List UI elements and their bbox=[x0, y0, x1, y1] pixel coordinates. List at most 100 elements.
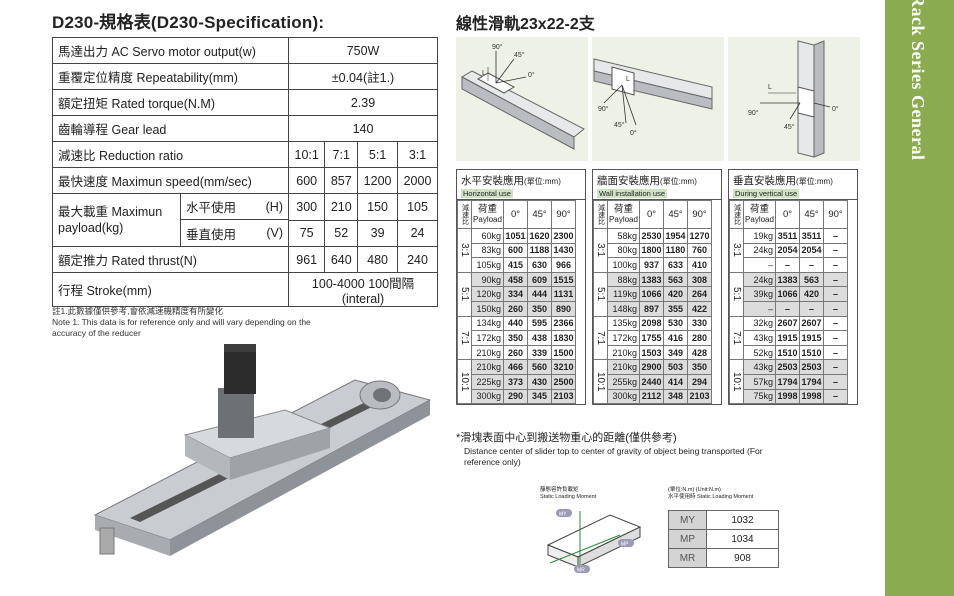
diagram-slider bbox=[797, 86, 815, 118]
load-cell: – bbox=[823, 300, 848, 317]
load-cell: – bbox=[823, 271, 848, 288]
spec-row-torque: 額定扭矩 Rated torque(N.M) 2.39 bbox=[52, 89, 438, 116]
load-cell: 1500 bbox=[551, 344, 576, 361]
load-cell: 438 bbox=[527, 330, 552, 346]
load-cell: 1794 bbox=[799, 373, 824, 390]
load-cell: 1800 bbox=[639, 242, 664, 259]
load-cell: 1066 bbox=[639, 286, 664, 302]
load-cell: 444 bbox=[527, 286, 552, 302]
spec-row-stroke: 行程 Stroke(mm) 100-4000 100間隔(interal) bbox=[52, 272, 438, 307]
load-cell: 560 bbox=[527, 359, 552, 375]
distance-note-zh: *滑塊表面中心到搬送物重心的距離(僅供參考) bbox=[456, 432, 677, 444]
spec-cell: 75 bbox=[287, 219, 326, 247]
spec-value: 140 bbox=[288, 115, 438, 142]
load-cell: 1915 bbox=[775, 330, 800, 346]
spec-cell: 150 bbox=[357, 193, 399, 221]
load-cell: – bbox=[743, 300, 776, 317]
spec-cell: 600 bbox=[287, 167, 326, 194]
load-cell: 1515 bbox=[551, 271, 576, 288]
angle-0-label: 0° bbox=[630, 129, 637, 137]
diagram-slider bbox=[611, 66, 635, 96]
load-cell: 57kg bbox=[743, 373, 776, 390]
load-cell: 595 bbox=[527, 315, 552, 332]
load-cell: 339 bbox=[527, 344, 552, 361]
load-cell: 422 bbox=[687, 300, 712, 317]
load-cell: 563 bbox=[799, 271, 824, 288]
spec-value: ±0.04(註1.) bbox=[288, 63, 438, 90]
load-cell: – bbox=[823, 257, 848, 273]
spec-label: 行程 Stroke(mm) bbox=[52, 272, 289, 307]
load-cell: 100kg bbox=[607, 257, 640, 273]
angle-0-label: 0° bbox=[832, 105, 839, 113]
spec-row-reduction: 減速比 Reduction ratio 10:1 7:1 5:1 3:1 bbox=[52, 141, 438, 168]
angle-90-label: 90° bbox=[748, 109, 759, 117]
spec-label: 額定推力 Rated thrust(N) bbox=[52, 246, 289, 273]
spec-cell: 105 bbox=[397, 193, 438, 221]
payload-h-unit: (H) bbox=[265, 199, 283, 214]
load-cell: 430 bbox=[527, 373, 552, 390]
moment-caption-en: Static Loading Moment bbox=[540, 494, 597, 500]
end-plate bbox=[99, 527, 115, 555]
my-badge bbox=[556, 509, 572, 517]
payload-v-unit: (V) bbox=[266, 226, 283, 240]
load-cell: 420 bbox=[799, 286, 824, 302]
spec-cell: 1200 bbox=[357, 167, 399, 194]
load-cell: 290 bbox=[503, 388, 528, 405]
load-cell: 260 bbox=[503, 344, 528, 361]
angle-90-label: 90° bbox=[598, 105, 609, 113]
moment-key: MR bbox=[668, 548, 707, 568]
load-cell: – bbox=[823, 344, 848, 361]
spec-cell: 300 bbox=[287, 193, 326, 221]
load-cell: 416 bbox=[663, 330, 688, 346]
load-cell: 609 bbox=[527, 271, 552, 288]
load-cell: 345 bbox=[527, 388, 552, 405]
load-cell: 348 bbox=[663, 388, 688, 405]
diagram-horizontal: 90° 45° 0° L bbox=[456, 37, 588, 161]
moment-key: MY bbox=[668, 510, 707, 530]
load-cell: 2054 bbox=[775, 242, 800, 259]
load-cell: 1066 bbox=[775, 286, 800, 302]
load-cell: 373 bbox=[503, 373, 528, 390]
moment-value: 1034 bbox=[706, 529, 779, 549]
spec-label: 額定扭矩 Rated torque(N.M) bbox=[52, 89, 289, 116]
angle-heading: 0° bbox=[639, 200, 664, 229]
ratio-cell: 3:1 bbox=[593, 228, 608, 273]
load-cell: 32kg bbox=[743, 315, 776, 332]
load-cell: 80kg bbox=[607, 242, 640, 259]
load-cell: – bbox=[799, 300, 824, 317]
moment-sub-zh: 水平使用時 bbox=[668, 494, 696, 500]
page-title: D230-規格表(D230-Specification): bbox=[52, 13, 325, 32]
load-cell: 415 bbox=[503, 257, 528, 273]
ratio-cell: 10:1 bbox=[457, 359, 472, 405]
ratio-cell: 5:1 bbox=[729, 271, 744, 317]
moment-sub: 水平使用時 Static Loading Moment bbox=[668, 494, 753, 501]
payload-v-label: 垂直使用 (V) bbox=[181, 220, 288, 246]
load-cell: 120kg bbox=[471, 286, 504, 302]
load-cell: 2098 bbox=[639, 315, 664, 332]
angle-0-label: 0° bbox=[528, 71, 535, 79]
ratio-cell: 7:1 bbox=[593, 315, 608, 361]
angle-heading: 90° bbox=[823, 200, 848, 229]
load-cell: 308 bbox=[687, 271, 712, 288]
load-cell: – bbox=[823, 388, 848, 405]
spec-row-speed: 最快速度 Maximun speed(mm/sec) 600 857 1200 … bbox=[52, 167, 438, 194]
angle-heading: 90° bbox=[551, 200, 576, 229]
spec-label: 齒輪導程 Gear lead bbox=[52, 115, 289, 142]
load-cell: 1270 bbox=[687, 228, 712, 244]
ratio-cell: 5:1 bbox=[457, 271, 472, 317]
